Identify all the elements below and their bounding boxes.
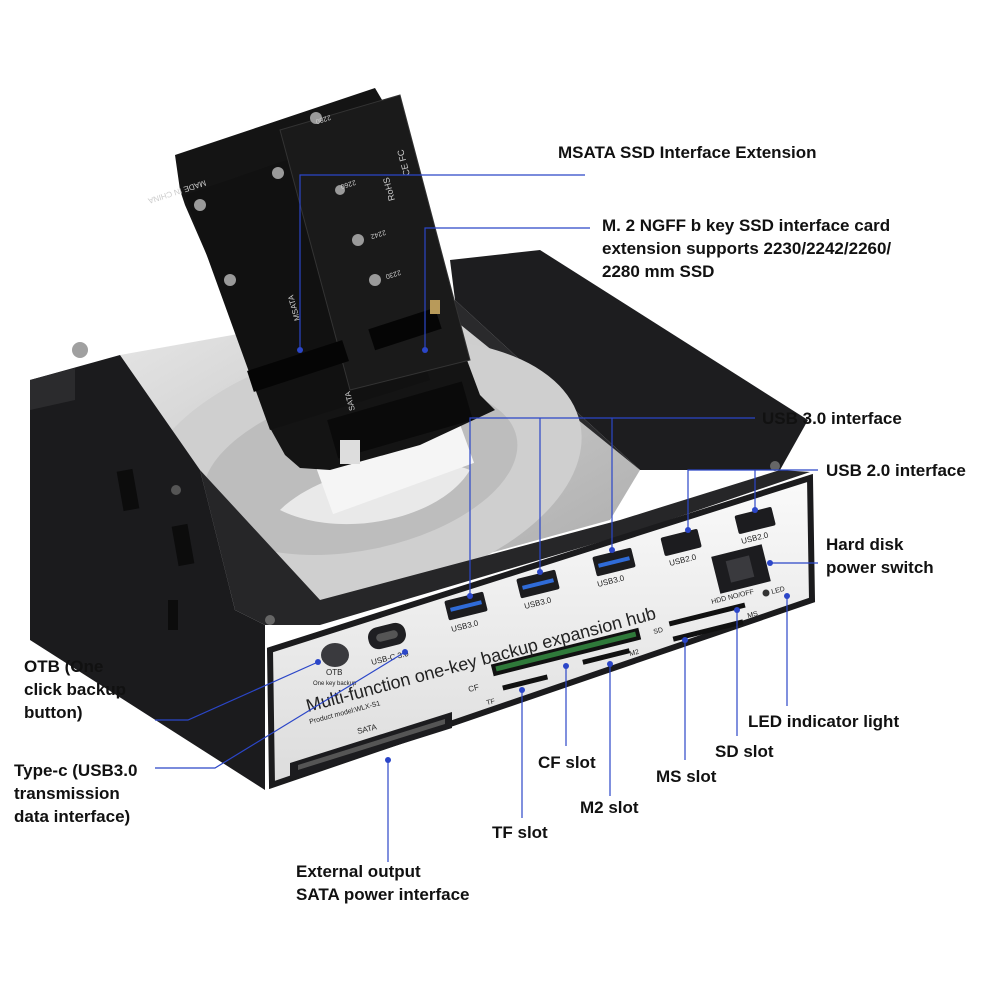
line-usb3: [469, 417, 755, 596]
ms-slot[interactable]: MS: [672, 611, 759, 642]
hdd-power-switch[interactable]: HDD NO/OFF: [711, 544, 771, 606]
adapter-card: MSATA SATA MADE IN CHINA RoHS CE FC 2280…: [146, 88, 495, 470]
card-size-2260: 2260: [339, 178, 356, 190]
card-size-2230: 2230: [384, 268, 401, 280]
otb-port-label: OTB: [326, 668, 342, 677]
callout-usb2: USB 2.0 interface: [826, 461, 966, 480]
otb-button[interactable]: OTB One key backup: [313, 643, 357, 687]
led-label: LED: [771, 586, 786, 596]
line-otb: [155, 661, 319, 721]
callout-dots: [297, 347, 790, 763]
tf-label: TF: [486, 698, 496, 707]
tf-slot[interactable]: TF: [486, 674, 549, 707]
callout-sd: SD slot: [715, 742, 774, 761]
callout-otb: OTB (One click backup button): [24, 657, 127, 722]
callout-m2: M2 slot: [580, 798, 639, 817]
sd-slot[interactable]: SD: [653, 602, 746, 636]
line-m2-card: [424, 227, 590, 350]
sd-label: SD: [653, 627, 664, 636]
m2-slot[interactable]: M2: [582, 648, 640, 665]
callout-typec: Type-c (USB3.0 transmission data interfa…: [14, 761, 138, 826]
callout-usb3: USB 3.0 interface: [762, 409, 902, 428]
m2-label: M2: [629, 649, 640, 658]
otb-port-sublabel: One key backup: [313, 681, 357, 687]
line-typec: [155, 651, 406, 769]
front-panel: [266, 473, 816, 790]
cf-slot[interactable]: CF: [467, 627, 642, 694]
callout-tf: TF slot: [492, 823, 548, 842]
usb3-port-1[interactable]: USB3.0: [444, 591, 488, 634]
led-indicator: LED: [762, 586, 786, 597]
card-size-2242: 2242: [369, 228, 386, 240]
callout-m2-card: M. 2 NGFF b key SSD interface card exten…: [602, 216, 892, 281]
card-size-2280: 2280: [314, 113, 331, 125]
callout-cf: CF slot: [538, 753, 596, 772]
cf-label: CF: [467, 683, 480, 694]
line-msata: [299, 174, 585, 350]
callout-msata: MSATA SSD Interface Extension: [558, 143, 817, 162]
callout-sata: External output SATA power interface: [296, 862, 470, 904]
ms-label: MS: [747, 611, 759, 620]
callout-hdd-switch: Hard disk power switch: [826, 535, 934, 577]
callout-lines: [155, 174, 818, 862]
chassis: [30, 355, 810, 790]
callout-led: LED indicator light: [748, 712, 900, 731]
line-usb2: [687, 469, 818, 530]
callout-ms: MS slot: [656, 767, 717, 786]
right-rail: [450, 250, 808, 470]
